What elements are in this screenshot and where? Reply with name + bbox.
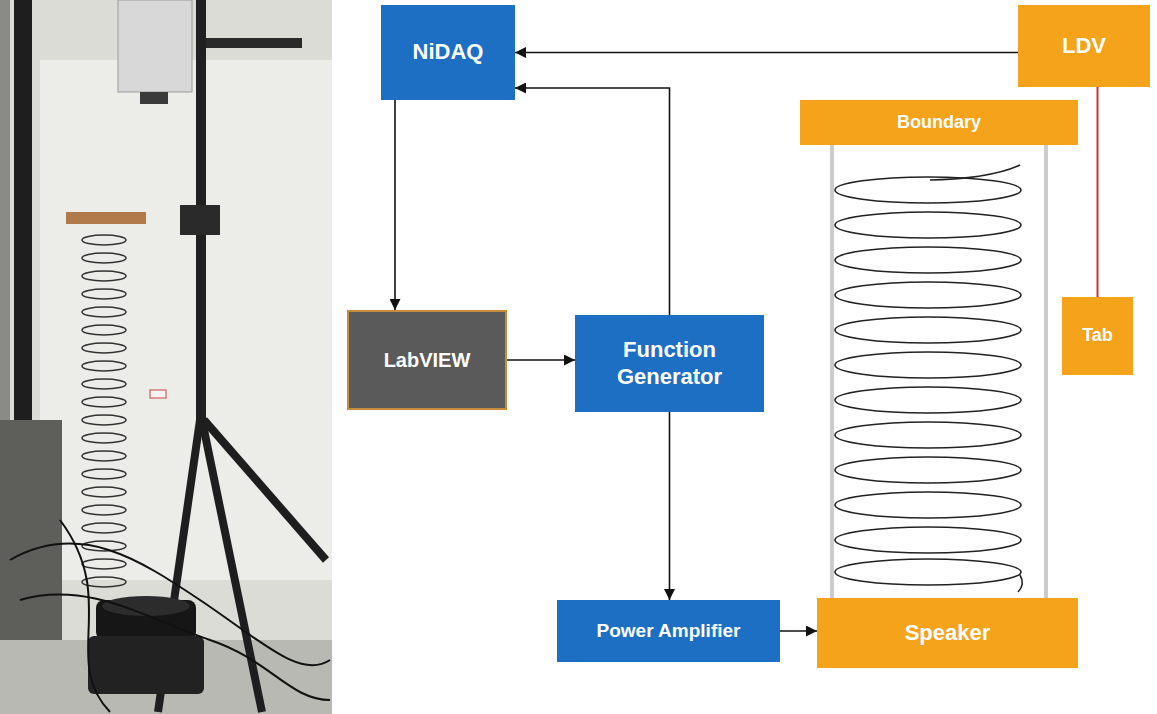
connector: [507, 359, 575, 361]
camera: [118, 0, 192, 92]
photo-spring: [82, 235, 126, 587]
sensor-box: LDV: [1018, 5, 1150, 87]
generator-box: Function Generator: [575, 315, 764, 412]
coil-loop: [82, 379, 126, 389]
connector: [394, 100, 396, 310]
coil-loop: [82, 505, 126, 515]
coil-loop: [835, 422, 1021, 448]
coil-loop: [835, 317, 1021, 343]
camera-lens: [140, 92, 168, 104]
coil-loop: [835, 559, 1021, 585]
node-label: Tab: [1082, 325, 1113, 347]
node-label: Boundary: [897, 112, 981, 134]
coil-loop: [82, 433, 126, 443]
photo-speaker-base: [88, 636, 204, 694]
software-box: LabVIEW: [347, 310, 507, 410]
photo-background: [0, 0, 332, 714]
coil-loop: [82, 271, 126, 281]
coil-loop: [82, 487, 126, 497]
coil-loop: [82, 469, 126, 479]
connector: [669, 412, 671, 600]
node-label: Power Amplifier: [597, 619, 741, 642]
node-label: LabVIEW: [384, 348, 471, 372]
tube-wall: [1044, 145, 1048, 598]
coil-loop: [82, 343, 126, 353]
connector: [515, 88, 670, 315]
coil-loop: [82, 289, 126, 299]
coil-loop: [82, 307, 126, 317]
node-label: LDV: [1062, 33, 1106, 60]
coil-loop: [835, 457, 1021, 483]
tube-wall: [830, 145, 834, 598]
daq-box: NiDAQ: [381, 5, 515, 100]
coil-loop: [835, 527, 1021, 553]
coil-loop: [835, 492, 1021, 518]
coil-loop: [835, 352, 1021, 378]
cable: [20, 595, 330, 700]
boundary-bar: Boundary: [800, 100, 1078, 145]
coil-loop: [82, 415, 126, 425]
coil-loop: [82, 325, 126, 335]
node-label: Function Generator: [581, 337, 758, 391]
cable: [10, 543, 330, 665]
connector: [515, 52, 1018, 54]
coil-loop: [835, 387, 1021, 413]
photo-speaker-cone: [102, 596, 190, 616]
clamp: [66, 212, 146, 224]
coil-tail: [1018, 575, 1022, 592]
coil-loop: [835, 212, 1021, 238]
tripod-handle: [206, 38, 302, 48]
coil-loop: [82, 397, 126, 407]
node-label: NiDAQ: [413, 39, 484, 66]
connector: [780, 630, 817, 632]
coil-loop: [82, 235, 126, 245]
tripod-head: [180, 205, 220, 235]
coil-loop: [82, 451, 126, 461]
speaker-box: Speaker: [817, 598, 1078, 668]
amplifier-box: Power Amplifier: [557, 600, 780, 662]
cables: [10, 520, 330, 712]
coil-loop: [82, 577, 126, 587]
coil-loop: [835, 247, 1021, 273]
coil-loop: [82, 253, 126, 263]
spring-coil: [835, 165, 1022, 592]
tab-box: Tab: [1062, 297, 1133, 375]
coil-loop: [835, 177, 1021, 203]
coil-loop: [82, 559, 126, 569]
coil-loop: [835, 282, 1021, 308]
coil-loop: [82, 523, 126, 533]
tripod-leg: [204, 420, 326, 560]
coil-loop: [82, 361, 126, 371]
photo-tab: [150, 390, 166, 398]
cable: [60, 520, 110, 712]
node-label: Speaker: [905, 620, 991, 647]
connector: [1097, 87, 1099, 297]
tripod-leg: [202, 420, 262, 712]
